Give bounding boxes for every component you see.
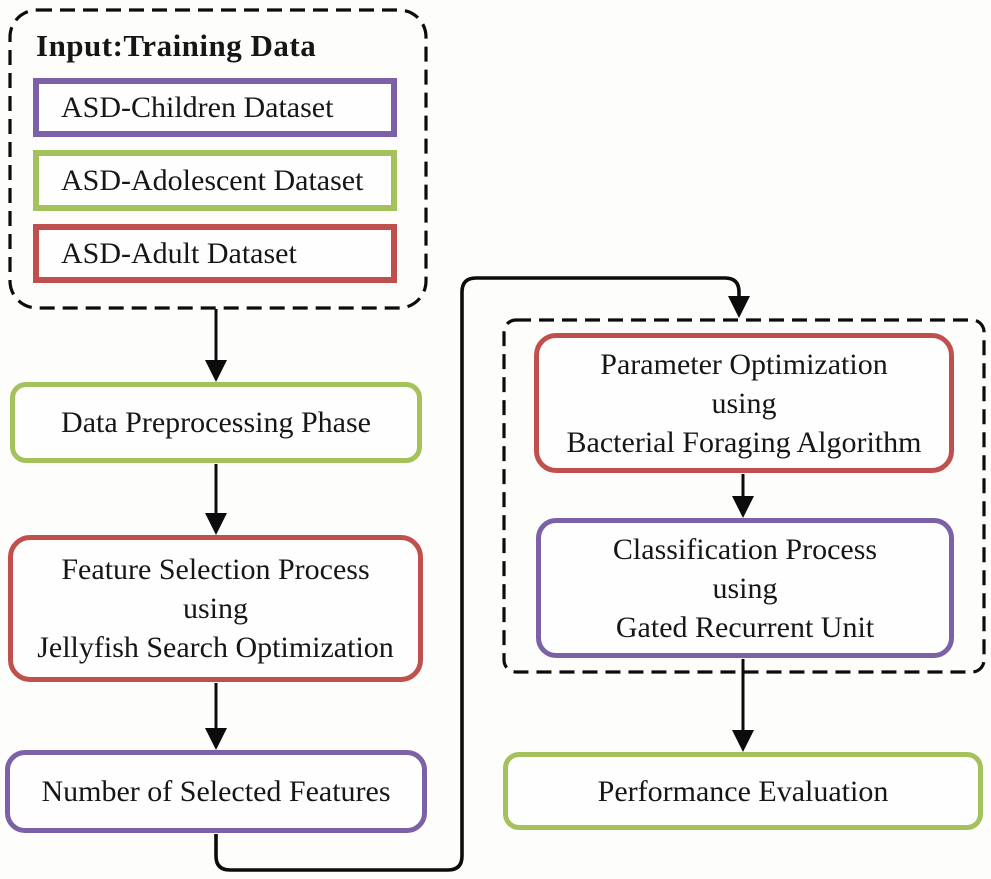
node-feature-selection-line1: Feature Selection Process: [61, 553, 370, 586]
arrow-feature-selection-to-selected-features: [205, 683, 227, 750]
node-feature-selection-line2: using: [182, 592, 248, 625]
node-classification-line2: using: [712, 571, 778, 605]
node-parameter-optimization: Parameter Optimization using Bacterial F…: [534, 333, 954, 473]
node-parameter-optimization-line2: using: [711, 386, 777, 420]
dataset-box-adult: ASD-Adult Dataset: [33, 224, 397, 283]
arrow-classification-to-performance: [732, 659, 754, 752]
connector-selected-features-to-optimization-group: [214, 276, 750, 872]
input-group-title: Input:Training Data: [36, 28, 317, 63]
node-performance-evaluation: Performance Evaluation: [503, 752, 983, 830]
arrow-preprocessing-to-feature-selection: [205, 464, 227, 535]
node-parameter-optimization-line1: Parameter Optimization: [600, 347, 888, 381]
dataset-label-children: ASD-Children Dataset: [61, 90, 334, 124]
node-classification-line3: Gated Recurrent Unit: [615, 610, 875, 644]
dataset-box-children: ASD-Children Dataset: [33, 78, 397, 137]
node-selected-features: Number of Selected Features: [5, 750, 427, 833]
arrow-input-to-preprocessing: [205, 309, 227, 382]
node-feature-selection: Feature Selection Process using Jellyfis…: [8, 535, 423, 682]
node-classification: Classification Process using Gated Recur…: [536, 518, 954, 658]
node-classification-line1: Classification Process: [612, 532, 878, 566]
arrow-parameter-optimization-to-classification: [732, 474, 754, 518]
node-performance-evaluation-label: Performance Evaluation: [597, 774, 889, 808]
node-data-preprocessing: Data Preprocessing Phase: [10, 382, 422, 463]
dataset-box-adolescent: ASD-Adolescent Dataset: [33, 150, 397, 211]
node-feature-selection-line3: Jellyfish Search Optimization: [37, 631, 394, 664]
dataset-label-adult: ASD-Adult Dataset: [61, 236, 297, 270]
node-selected-features-label: Number of Selected Features: [41, 775, 391, 808]
node-parameter-optimization-line3: Bacterial Foraging Algorithm: [566, 425, 922, 459]
node-data-preprocessing-label: Data Preprocessing Phase: [61, 406, 371, 439]
dataset-label-adolescent: ASD-Adolescent Dataset: [61, 163, 364, 197]
